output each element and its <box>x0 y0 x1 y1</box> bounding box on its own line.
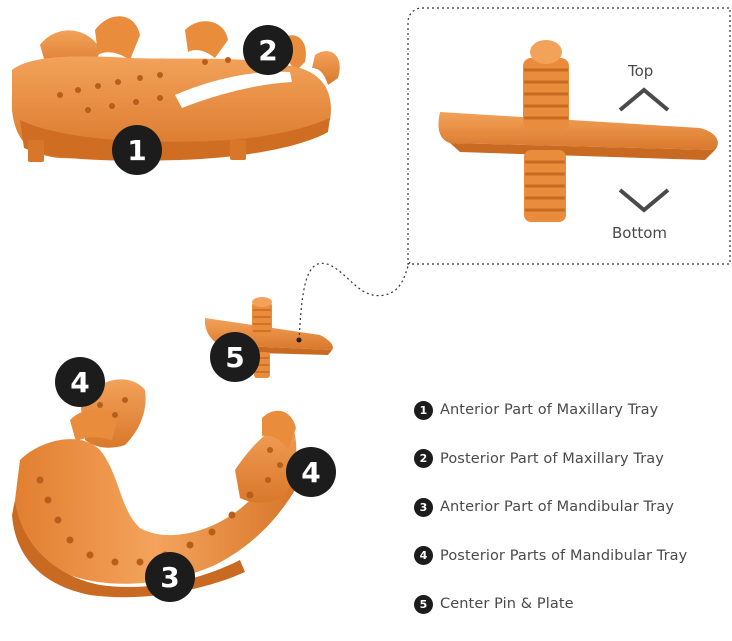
legend-label: Posterior Parts of Mandibular Tray <box>440 548 687 564</box>
callout-number: 5 <box>225 341 244 374</box>
legend-number: 3 <box>414 498 433 517</box>
callout-number: 3 <box>160 561 179 594</box>
legend-label: Anterior Part of Mandibular Tray <box>440 499 674 515</box>
legend-item: 4 Posterior Parts of Mandibular Tray <box>414 544 732 568</box>
legend-number: 5 <box>414 595 433 614</box>
top-label: Top <box>628 62 653 80</box>
legend-item: 1 Anterior Part of Maxillary Tray <box>414 398 732 422</box>
callout-number: 4 <box>70 366 89 399</box>
chevron-down-icon <box>620 190 668 210</box>
callout-number: 1 <box>127 134 146 167</box>
bottom-label: Bottom <box>612 224 667 242</box>
legend-item: 3 Anterior Part of Mandibular Tray <box>414 495 732 519</box>
callout-badge: 3 <box>145 552 195 602</box>
callout-badge: 5 <box>210 332 260 382</box>
callout-badge: 4 <box>55 357 105 407</box>
legend-number: 1 <box>414 401 433 420</box>
callout-number: 2 <box>258 34 277 67</box>
legend-label: Posterior Part of Maxillary Tray <box>440 451 664 467</box>
maxillary-tray-illustration <box>12 16 340 162</box>
legend-label: Center Pin & Plate <box>440 596 574 612</box>
chevron-up-icon <box>620 90 668 110</box>
callout-badge: 4 <box>286 447 336 497</box>
callout-number: 4 <box>301 456 320 489</box>
legend-item: 5 Center Pin & Plate <box>414 592 732 616</box>
callout-badge: 2 <box>243 25 293 75</box>
legend-number: 2 <box>414 449 433 468</box>
legend-number: 4 <box>414 546 433 565</box>
callout-badge: 1 <box>112 125 162 175</box>
detail-box <box>408 8 730 264</box>
legend-item: 2 Posterior Part of Maxillary Tray <box>414 447 732 471</box>
parts-legend: 1 Anterior Part of Maxillary Tray 2 Post… <box>414 398 732 641</box>
legend-label: Anterior Part of Maxillary Tray <box>440 402 658 418</box>
detail-connector-line <box>299 262 410 340</box>
